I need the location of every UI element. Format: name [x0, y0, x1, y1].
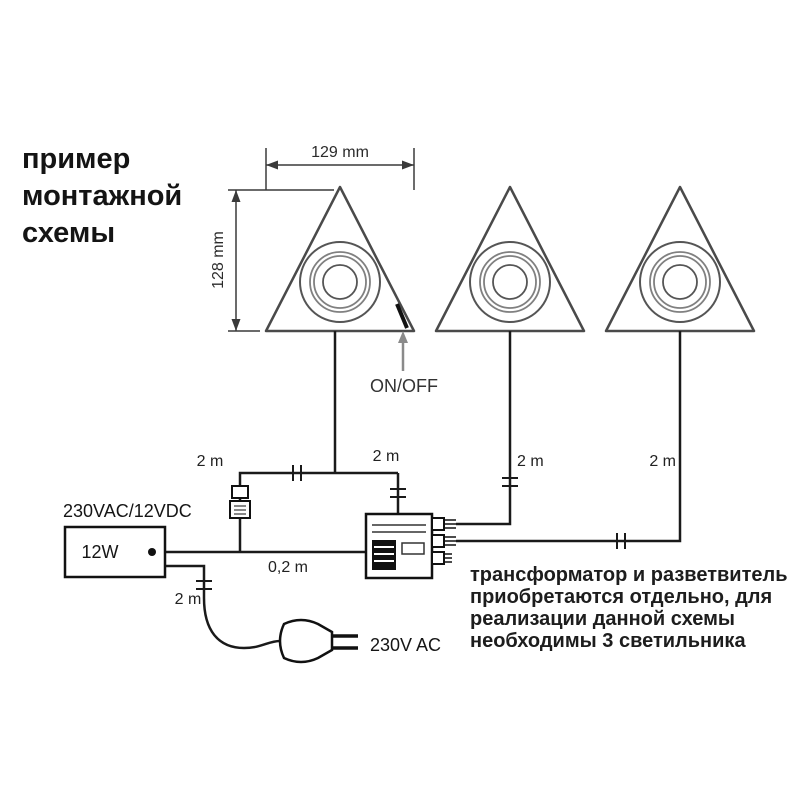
splitter-port-1 — [431, 517, 456, 531]
light-lens-inner — [322, 264, 358, 300]
onoff-switch-mark — [395, 303, 409, 329]
mains-plug: 230V AC — [278, 618, 441, 664]
wire-lamp2 — [456, 331, 512, 526]
label-cable-lamp3: 2 m — [649, 453, 676, 470]
label-cable-mains: 2 m — [175, 591, 202, 608]
page-title: пример монтажной схемы — [22, 143, 182, 249]
break-splitter-top — [390, 488, 406, 498]
wire-lamp3 — [456, 331, 682, 543]
purchase-note: трансформатор и разветвитель приобретают… — [470, 564, 788, 652]
transformer: 230VAC/12VDC 12W — [63, 501, 192, 579]
dim-arrow-bottom — [231, 319, 241, 331]
cable-break-symbols — [196, 465, 626, 590]
splitter-port-2 — [431, 534, 456, 548]
connector-male — [231, 485, 249, 499]
light-lens-ring-2 — [483, 255, 537, 309]
dim-arrow-right — [402, 160, 414, 170]
dimension-width: 129 mm — [265, 144, 415, 190]
light-lens-outer — [299, 241, 381, 323]
light-lens-ring-1 — [309, 251, 371, 313]
label-cable-transformer: 0,2 m — [268, 559, 308, 576]
transformer-power-label: 12W — [81, 542, 118, 562]
label-cable-lamp1: 2 m — [197, 453, 224, 470]
dimension-height: 128 mm — [210, 189, 334, 332]
light-housing — [434, 185, 586, 333]
splitter-detail-rect — [401, 542, 425, 555]
plug-body — [278, 618, 334, 664]
light-housing — [604, 185, 756, 333]
note-line-4: необходимы 3 светильника — [470, 630, 746, 652]
onoff-label: ON/OFF — [370, 376, 438, 396]
note-line-2: приобретаются отдельно, для — [470, 586, 772, 608]
break-mains — [196, 580, 212, 590]
onoff-arrow-head — [398, 331, 408, 343]
note-line-1: трансформатор и разветвитель — [470, 564, 788, 586]
splitter — [364, 512, 456, 580]
break-lamp3 — [616, 533, 626, 549]
triangle-light-2 — [434, 185, 586, 333]
light-lens-ring-1 — [479, 251, 541, 313]
label-cable-splitter-top: 2 m — [373, 448, 400, 465]
splitter-port-3 — [431, 551, 452, 565]
light-lens-inner — [492, 264, 528, 300]
light-housing — [264, 185, 416, 333]
transformer-spec-label: 230VAC/12VDC — [63, 501, 192, 521]
dim-arrow-top — [231, 190, 241, 202]
wire-lamp1-run — [238, 471, 398, 552]
light-lens-ring-2 — [653, 255, 707, 309]
triangle-light-1 — [264, 185, 416, 333]
light-lens-inner — [662, 264, 698, 300]
wire-mains — [165, 564, 281, 650]
onoff-callout: ON/OFF — [370, 331, 438, 396]
title-line-3: схемы — [22, 217, 115, 249]
title-line-1: пример — [22, 143, 130, 175]
inline-connector — [229, 485, 251, 519]
break-lamp1 — [292, 465, 302, 481]
break-lamp2 — [502, 477, 518, 487]
label-cable-lamp2: 2 m — [517, 453, 544, 470]
wiring — [165, 331, 682, 650]
triangle-light-3 — [604, 185, 756, 333]
note-line-3: реализации данной схемы — [470, 608, 735, 630]
light-lens-ring-2 — [313, 255, 367, 309]
light-lens-ring-1 — [649, 251, 711, 313]
light-lens-outer — [639, 241, 721, 323]
cable-labels: 2 m 2 m 2 m 2 m 0,2 m 2 m — [175, 448, 676, 608]
light-lens-outer — [469, 241, 551, 323]
transformer-led — [148, 548, 156, 556]
dim-height-label: 128 mm — [210, 231, 227, 289]
mains-voltage-label: 230V AC — [370, 635, 441, 655]
dim-width-label: 129 mm — [311, 144, 369, 161]
title-line-2: монтажной — [22, 180, 182, 212]
dim-arrow-left — [266, 160, 278, 170]
